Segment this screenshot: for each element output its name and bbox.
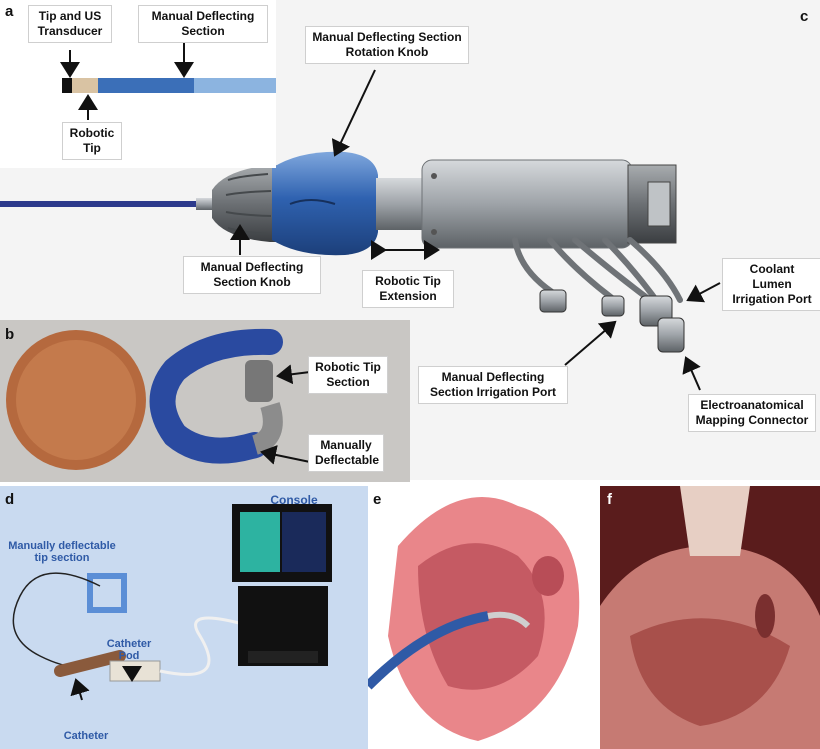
label-catheter: Catheter [63, 730, 109, 742]
catheter-tip-illustration [62, 78, 276, 93]
dissected-heart-photo [600, 486, 820, 749]
heart-model-render [368, 497, 580, 741]
rotation-knob [272, 151, 378, 256]
callout-deflecting-knob: Manual Deflecting Section Knob [183, 256, 321, 294]
catheter-shaft [0, 201, 200, 207]
callout-tip-extension: Robotic Tip Extension [362, 270, 454, 308]
panel-label-a: a [5, 3, 14, 20]
callout-manual-deflecting-section: Manual Deflecting Section [138, 5, 268, 43]
label-tip-section: Manually deflectable tip section [8, 540, 116, 564]
penny-and-catheter-photo [6, 328, 283, 470]
callout-rotation-knob: Manual Deflecting Section Rotation Knob [305, 26, 469, 64]
callout-coolant-lumen: Coolant Lumen Irrigation Port [722, 258, 820, 311]
panel-label-b: b [5, 326, 15, 343]
panel-label-e: e [373, 491, 382, 508]
panel-e [368, 486, 600, 749]
callout-mapping-connector: Electroanatomical Mapping Connector [688, 394, 816, 432]
callout-irrigation-port: Manual Deflecting Section Irrigation Por… [418, 366, 568, 404]
panel-d [0, 486, 368, 749]
panel-f [600, 486, 820, 749]
label-catheter-pod: Catheter Pod [106, 638, 152, 662]
callout-robotic-tip: Robotic Tip [62, 122, 122, 160]
panel-label-d: d [5, 491, 15, 508]
callout-manually-deflectable: Manually Deflectable [308, 434, 384, 472]
panel-label-f: f [607, 491, 612, 508]
system-photo [12, 504, 332, 682]
panel-label-c: c [800, 8, 809, 25]
callout-robotic-tip-section: Robotic Tip Section [308, 356, 388, 394]
callout-tip-us-transducer: Tip and US Transducer [28, 5, 112, 43]
catheter-handle-illustration [0, 151, 685, 353]
label-console: Console [270, 493, 318, 507]
